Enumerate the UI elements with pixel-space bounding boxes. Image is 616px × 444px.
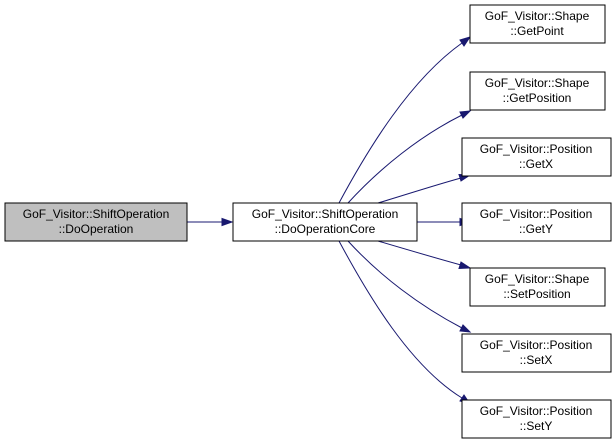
node-label-line2: ::GetX	[519, 157, 553, 171]
node-label-line2: ::SetX	[520, 353, 553, 367]
edge-core-to-set-position	[377, 240, 462, 266]
node-box	[232, 202, 418, 242]
node-box	[461, 137, 612, 177]
arrow-head	[459, 324, 472, 333]
node-label-line2: ::GetPoint	[510, 24, 564, 38]
node-label-line2: ::SetPosition	[503, 287, 570, 301]
node-shape-get-position[interactable]: GoF_Visitor::Shape ::GetPosition	[469, 71, 606, 111]
node-label-line1: GoF_Visitor::Shape	[485, 9, 590, 23]
node-label-line1: GoF_Visitor::Position	[480, 338, 593, 352]
node-box	[461, 333, 612, 373]
node-label-line1: GoF_Visitor::ShiftOperation	[252, 207, 399, 221]
arrow-head	[459, 36, 472, 47]
node-label-line1: GoF_Visitor::Shape	[485, 76, 590, 90]
node-label-line2: ::DoOperation	[59, 222, 134, 236]
node-label-line1: GoF_Visitor::Position	[480, 207, 593, 221]
node-label-line2: ::GetPosition	[503, 91, 572, 105]
arrow-head	[221, 217, 234, 227]
edge-core-to-set-y	[338, 240, 463, 399]
edge-core-to-get-position	[347, 114, 463, 204]
node-shape-set-position[interactable]: GoF_Visitor::Shape ::SetPosition	[469, 267, 606, 307]
node-do-operation[interactable]: GoF_Visitor::ShiftOperation ::DoOperatio…	[4, 202, 188, 242]
node-do-operation-core[interactable]: GoF_Visitor::ShiftOperation ::DoOperatio…	[232, 202, 418, 242]
arrow-head	[459, 110, 472, 119]
node-box	[469, 4, 606, 44]
arrow-head	[458, 261, 472, 270]
edge-core-to-get-x	[377, 177, 462, 204]
edge-core-to-get-point	[338, 42, 463, 204]
node-shape-get-point[interactable]: GoF_Visitor::Shape ::GetPoint	[469, 4, 606, 44]
node-position-get-x[interactable]: GoF_Visitor::Position ::GetX	[461, 137, 612, 177]
node-label-line2: ::SetY	[520, 419, 553, 433]
node-box	[469, 71, 606, 111]
node-label-line1: GoF_Visitor::Position	[480, 404, 593, 418]
node-label-line2: ::DoOperationCore	[275, 222, 376, 236]
node-label-line1: GoF_Visitor::Position	[480, 142, 593, 156]
node-position-set-y[interactable]: GoF_Visitor::Position ::SetY	[461, 399, 612, 439]
node-label-line1: GoF_Visitor::ShiftOperation	[23, 207, 170, 221]
node-box	[461, 202, 612, 242]
edge-core-to-set-x	[347, 240, 463, 329]
node-label-line1: GoF_Visitor::Shape	[485, 272, 590, 286]
node-box	[469, 267, 606, 307]
node-label-line2: ::GetY	[519, 222, 553, 236]
node-position-set-x[interactable]: GoF_Visitor::Position ::SetX	[461, 333, 612, 373]
node-box	[461, 399, 612, 439]
node-position-get-y[interactable]: GoF_Visitor::Position ::GetY	[461, 202, 612, 242]
node-box	[4, 202, 188, 242]
